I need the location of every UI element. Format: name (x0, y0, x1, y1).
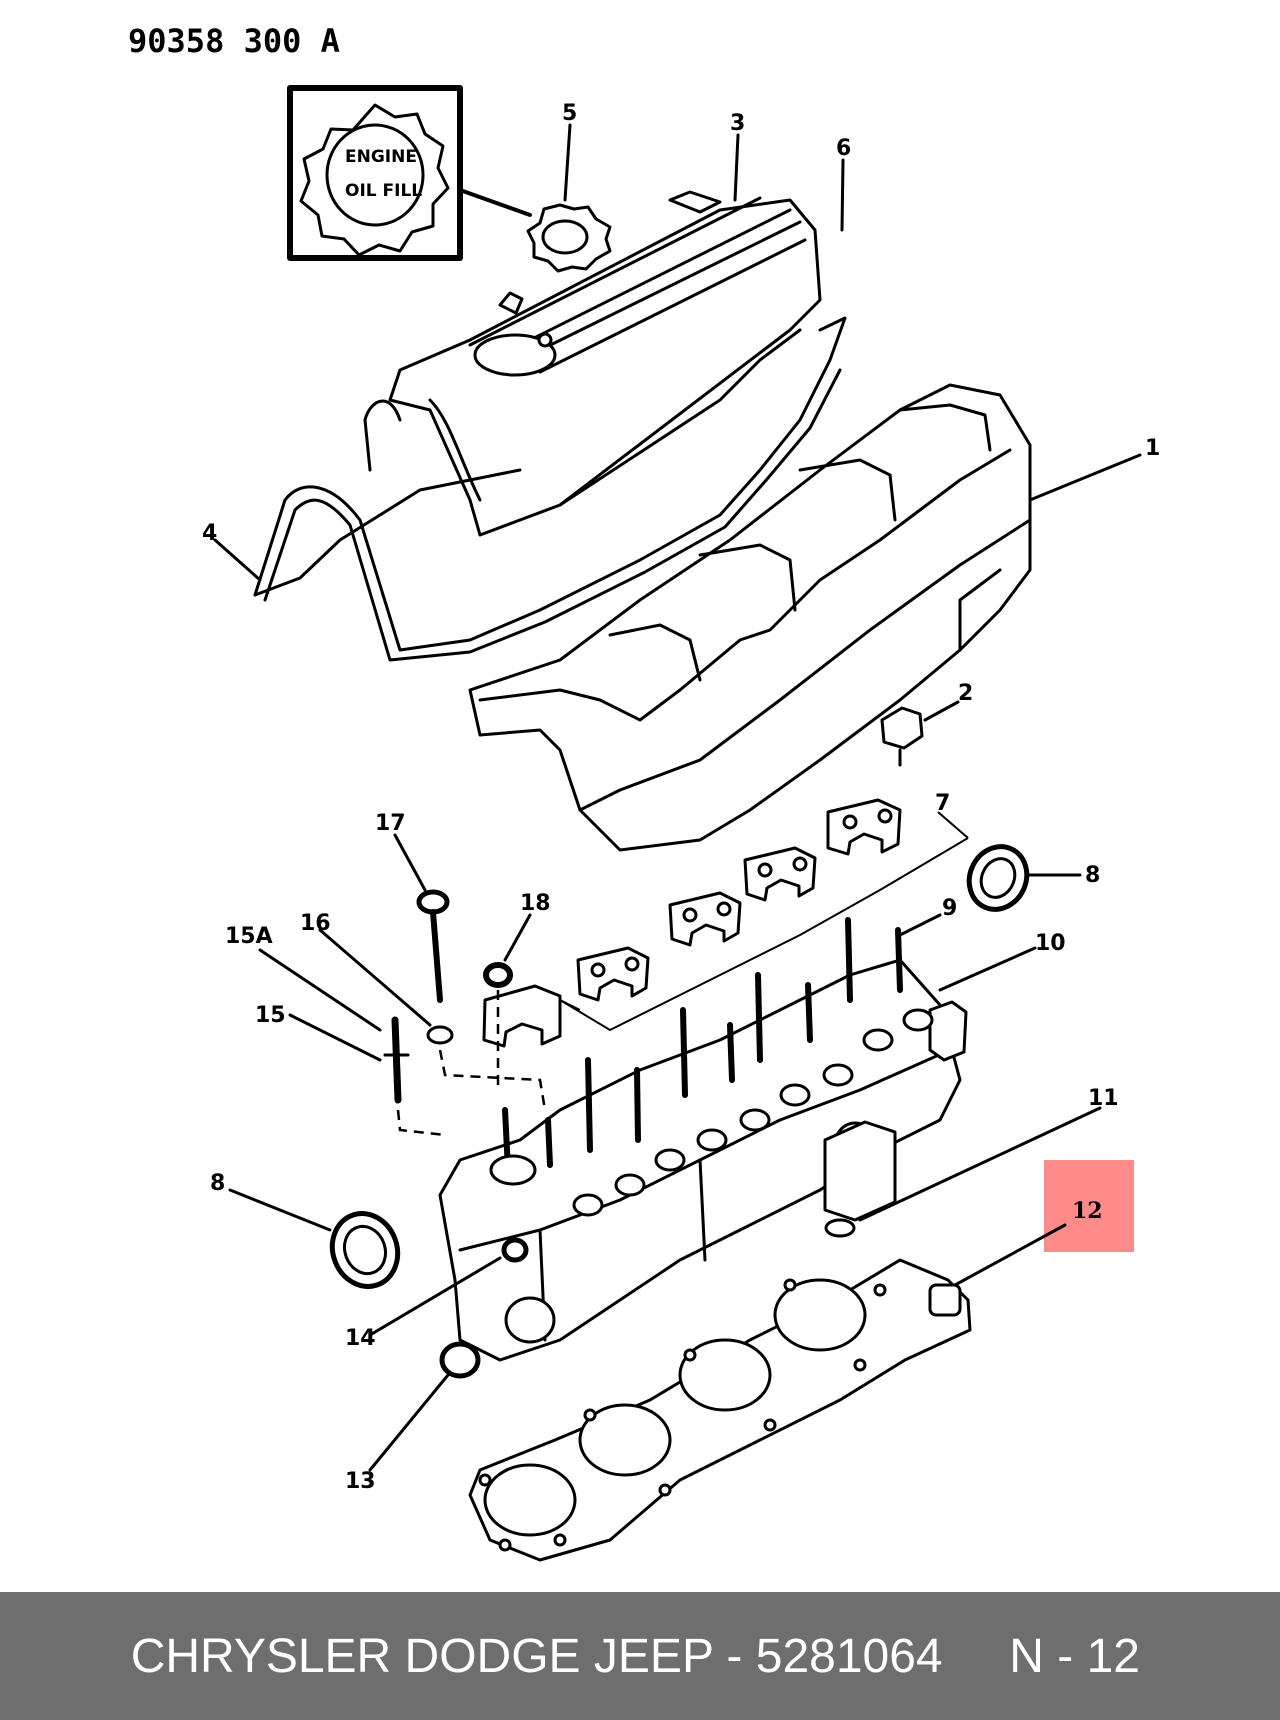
callout-4: 4 (202, 521, 217, 546)
callout-3: 3 (730, 111, 745, 136)
callout-11: 11 (1088, 1086, 1119, 1111)
callout-8-upper: 8 (1085, 863, 1100, 888)
oil-fill-cap-inset: ENGINE OIL FILL (287, 85, 532, 261)
oil-fill-cap (526, 203, 612, 273)
footer-bar: CHRYSLER DODGE JEEP - 5281064 N - 12 (0, 1592, 1280, 1720)
callout-13: 13 (345, 1469, 376, 1494)
head-bolt (416, 889, 450, 1003)
callout-9: 9 (942, 896, 957, 921)
callout-12[interactable]: 12 (1072, 1198, 1103, 1224)
tappet-bores (572, 1008, 934, 1217)
bracket (880, 706, 924, 767)
camshaft-seal-upper (966, 844, 1030, 912)
callout-5: 5 (562, 101, 577, 126)
parts-diagram: 90358 300 A ENGINE OIL FILL (128, 22, 1160, 1562)
callout-18: 18 (520, 891, 551, 916)
callout-16: 16 (300, 911, 331, 936)
callout-17: 17 (375, 811, 406, 836)
callout-1: 1 (1145, 436, 1160, 461)
bearing-caps (482, 798, 969, 1048)
leader-lines (213, 123, 1142, 1472)
footer-part-caption: CHRYSLER DODGE JEEP - 5281064 N - 12 (130, 1629, 1140, 1683)
highlight-box (1044, 1160, 1134, 1252)
stud-15 (383, 1016, 410, 1104)
camshaft-seal-lower (329, 1211, 401, 1289)
washer-16 (426, 1025, 454, 1045)
callout-15: 15 (255, 1003, 286, 1028)
valve-cover (363, 190, 822, 537)
oil-cap-badge-line-2: OIL FILL (345, 181, 422, 201)
head-gasket[interactable] (468, 1258, 972, 1562)
callout-6: 6 (836, 136, 851, 161)
callout-2: 2 (958, 681, 973, 706)
head-studs (502, 917, 903, 1173)
diagram-reference-number: 90358 300 A (128, 22, 340, 60)
seal-13 (439, 1341, 481, 1379)
cylinder-head (438, 917, 968, 1362)
callout-numbers: 1 2 3 4 5 6 7 8 8 9 10 11 12 13 14 15 15… (202, 101, 1160, 1494)
callout-15a: 15A (225, 924, 273, 949)
valve-cover-gasket (253, 316, 847, 662)
callout-14: 14 (345, 1326, 376, 1351)
callout-10: 10 (1035, 931, 1066, 956)
callout-8-lower: 8 (210, 1171, 225, 1196)
plug-14 (501, 1237, 529, 1263)
plug-18 (483, 962, 513, 988)
head-cover (468, 383, 1032, 852)
oil-cap-badge-line-1: ENGINE (345, 147, 417, 167)
callout-7: 7 (935, 791, 950, 816)
